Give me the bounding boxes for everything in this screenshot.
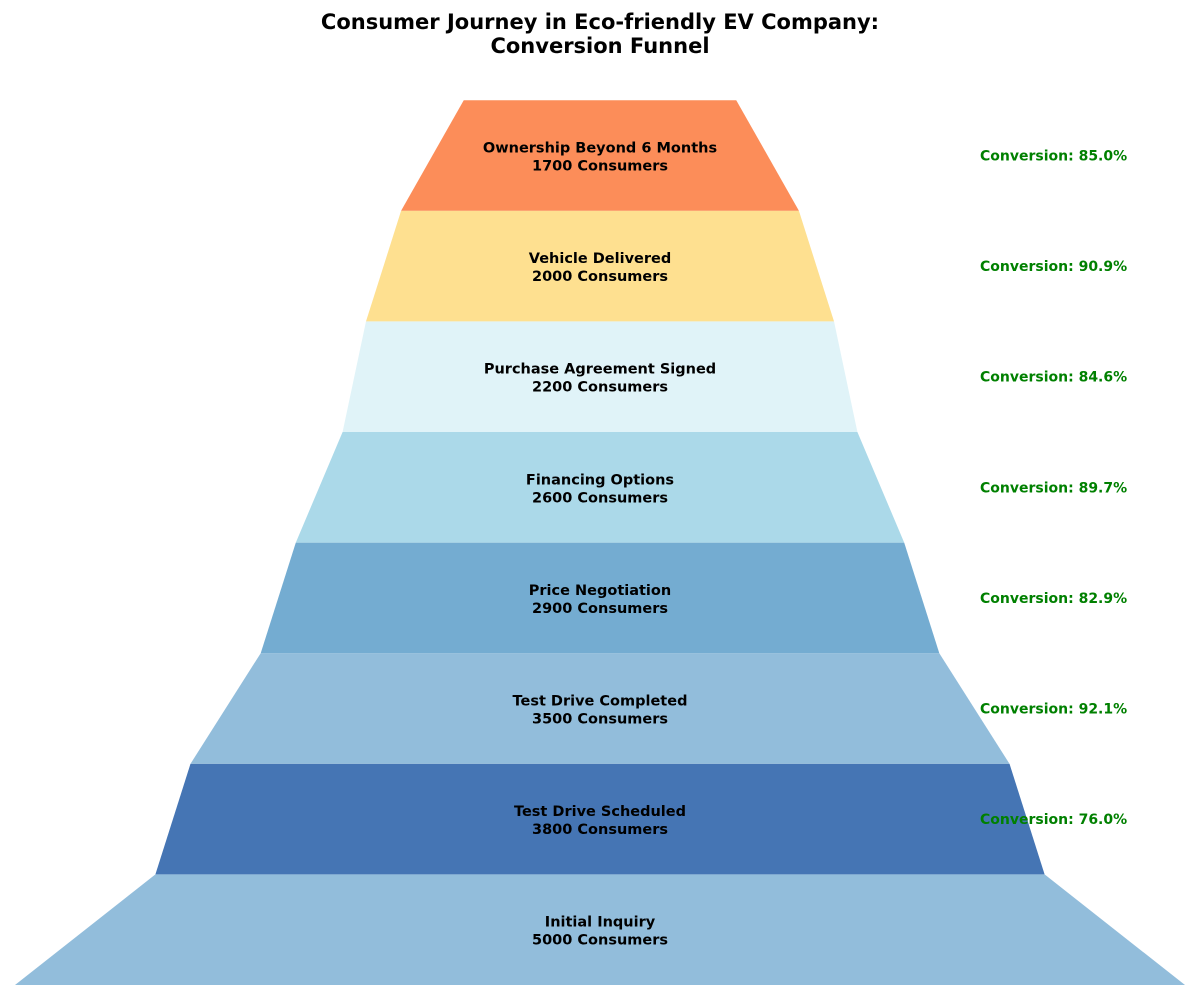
stage-value: 1700 Consumers: [532, 159, 668, 175]
conversion-label-5: Conversion: 84.6%: [980, 370, 1127, 386]
chart-title: Consumer Journey in Eco-friendly EV Comp…: [0, 10, 1200, 58]
conversion-label-4: Conversion: 89.7%: [980, 480, 1127, 496]
funnel-segment-6: [342, 321, 858, 432]
stage-label-2: Test Drive Scheduled 3800 Consumers: [514, 804, 686, 838]
funnel-segments: [15, 100, 1185, 985]
stage-label-6: Purchase Agreement Signed 2200 Consumers: [484, 362, 716, 396]
conversion-label-6: Conversion: 90.9%: [980, 259, 1127, 275]
stage-name: Price Negotiation: [529, 583, 671, 599]
funnel-segment-5: [295, 432, 905, 543]
stage-label-8: Ownership Beyond 6 Months 1700 Consumers: [483, 141, 717, 175]
funnel-labels: Initial Inquiry 5000 Consumers Test Drive …: [483, 141, 717, 949]
stage-label-4: Price Negotiation 2900 Consumers: [529, 583, 671, 617]
stage-name: Test Drive Scheduled: [514, 804, 686, 820]
chart-title-line-1: Consumer Journey in Eco-friendly EV Comp…: [320, 10, 880, 34]
funnel-segment-7: [366, 210, 834, 322]
stage-name: Vehicle Delivered: [529, 251, 671, 267]
stage-label-7: Vehicle Delivered 2000 Consumers: [529, 251, 671, 285]
conversion-label-7: Conversion: 85.0%: [980, 149, 1127, 165]
stage-name: Purchase Agreement Signed: [484, 362, 716, 378]
funnel-segment-1: [15, 874, 1185, 985]
funnel-segment-2: [155, 763, 1045, 875]
stage-name: Financing Options: [526, 472, 674, 488]
funnel-segment-3: [190, 653, 1010, 764]
stage-label-5: Financing Options 2600 Consumers: [526, 472, 674, 506]
conversion-labels: Conversion: 76.0% Conversion: 92.1% Conver…: [980, 149, 1127, 829]
stage-value: 5000 Consumers: [532, 933, 668, 949]
conversion-label-2: Conversion: 92.1%: [980, 702, 1127, 718]
stage-value: 2600 Consumers: [532, 490, 668, 506]
stage-value: 2900 Consumers: [532, 601, 668, 617]
stage-value: 3500 Consumers: [532, 712, 668, 728]
chart-title-line-2: Conversion Funnel: [490, 34, 710, 58]
funnel-segment-8: [401, 100, 799, 211]
stage-label-3: Test Drive Completed 3500 Consumers: [513, 694, 688, 728]
stage-value: 3800 Consumers: [532, 822, 668, 838]
stage-name: Test Drive Completed: [513, 694, 688, 710]
stage-name: Initial Inquiry: [545, 915, 656, 931]
conversion-label-3: Conversion: 82.9%: [980, 591, 1127, 607]
conversion-label-1: Conversion: 76.0%: [980, 812, 1127, 828]
stage-label-1: Initial Inquiry 5000 Consumers: [532, 915, 668, 949]
stage-name: Ownership Beyond 6 Months: [483, 141, 717, 157]
stage-value: 2200 Consumers: [532, 380, 668, 396]
stage-value: 2000 Consumers: [532, 269, 668, 285]
funnel-segment-4: [260, 542, 940, 654]
